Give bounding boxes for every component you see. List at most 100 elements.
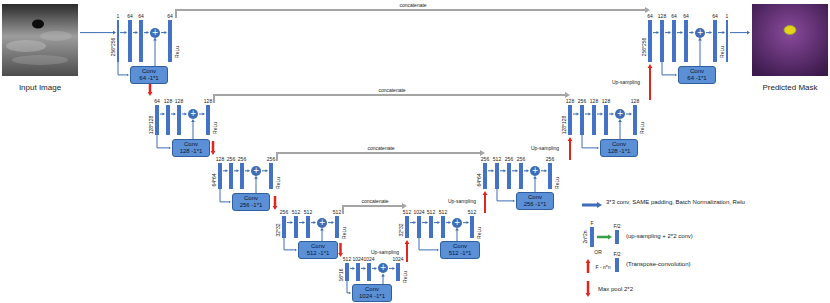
shortcut-arrow bbox=[157, 135, 170, 148]
channel-count: 64 bbox=[167, 14, 173, 19]
feature-map-bar bbox=[177, 105, 181, 135]
output-arrow bbox=[730, 32, 748, 33]
residual-arrow bbox=[193, 121, 194, 139]
channel-count: 128 bbox=[164, 99, 172, 104]
input-arrow bbox=[80, 32, 114, 33]
shortcut-arrow-head bbox=[127, 74, 129, 76]
up-sampling-label: Up-sampling bbox=[612, 80, 640, 85]
conv-arrow-head bbox=[601, 113, 604, 116]
legend-symbol-label: OR bbox=[594, 250, 602, 255]
residual-arrow-head bbox=[191, 119, 195, 122]
mask-image bbox=[752, 4, 828, 76]
residual-arrow bbox=[155, 40, 156, 66]
channel-count: 256 bbox=[280, 210, 288, 215]
legend-maxpool-sample-head bbox=[586, 293, 591, 297]
up-sampling-arrow-head bbox=[405, 240, 410, 244]
relu-label: ReLu bbox=[342, 227, 347, 239]
conv-label: Conv bbox=[518, 194, 552, 201]
conv-box: Conv64 -1*1 bbox=[130, 66, 168, 84]
legend-bar bbox=[590, 227, 594, 247]
feature-map-bar bbox=[396, 263, 400, 281]
shortcut-arrow-head bbox=[349, 292, 351, 294]
feature-map-bar bbox=[367, 263, 371, 281]
conv-arrow-head bbox=[414, 221, 417, 224]
size-label: 64*64 bbox=[477, 173, 482, 186]
relu-label: ReLu bbox=[640, 122, 645, 134]
shortcut-arrow bbox=[419, 238, 438, 250]
sum-node: + bbox=[378, 263, 388, 273]
up-sampling-arrow bbox=[406, 243, 408, 262]
residual-arrow-head bbox=[618, 119, 622, 122]
conv-arrow-head bbox=[492, 169, 495, 172]
channel-count: 128 bbox=[590, 99, 598, 104]
max-pool-arrow bbox=[212, 141, 215, 152]
up-sampling-label: Up-sampling bbox=[371, 250, 399, 255]
concatenate-label: concatenate bbox=[367, 146, 394, 151]
concatenate-arrow bbox=[214, 95, 567, 103]
sum-sign: + bbox=[530, 166, 540, 176]
legend-symbol-label: F/2 bbox=[613, 224, 620, 229]
channel-count: 512 bbox=[292, 210, 300, 215]
conv-arrow-head bbox=[248, 169, 251, 172]
conv-arrow-head bbox=[136, 31, 139, 34]
feature-map-bar bbox=[168, 20, 172, 62]
conv-arrow-head bbox=[174, 113, 177, 116]
channel-count: 1 bbox=[726, 14, 729, 19]
residual-arrow-head bbox=[381, 273, 385, 276]
relu-label: ReLu bbox=[720, 46, 725, 58]
size-label: 256*256 bbox=[111, 38, 116, 57]
conv-arrow-head bbox=[163, 113, 166, 116]
channel-count: 128 bbox=[566, 99, 574, 104]
legend-text: 3*3 conv, SAME padding, Batch Normalizat… bbox=[606, 199, 781, 206]
up-sampling-arrow-head bbox=[568, 137, 573, 141]
concatenate-label: concatenate bbox=[399, 3, 426, 8]
up-sampling-arrow bbox=[484, 194, 486, 213]
feature-map-bar bbox=[548, 163, 552, 189]
size-label: 256*256 bbox=[642, 38, 647, 57]
size-label: 32*32 bbox=[276, 224, 281, 237]
feature-map-bar bbox=[356, 263, 360, 281]
residual-connector bbox=[533, 176, 537, 192]
channel-count: 256 bbox=[505, 157, 513, 162]
shortcut-arrow-head bbox=[437, 249, 439, 251]
concatenate-arrow-head bbox=[402, 203, 407, 209]
max-pool-arrow bbox=[149, 84, 152, 93]
conv-arrow-head bbox=[723, 31, 726, 34]
legend-maxpool-sample bbox=[587, 281, 590, 294]
conv-arrow-head bbox=[630, 113, 633, 116]
channel-count: 128 bbox=[216, 157, 224, 162]
predicted-lesion bbox=[784, 26, 796, 35]
image-caption: Predicted Mask bbox=[762, 84, 817, 92]
up-sampling-arrow-head bbox=[648, 64, 653, 68]
feature-map-bar bbox=[218, 163, 222, 189]
lesion bbox=[32, 20, 44, 29]
sum-node: + bbox=[317, 218, 327, 228]
conv-arrow-head bbox=[516, 169, 519, 172]
sum-sign: + bbox=[695, 28, 705, 38]
channel-count: 512 bbox=[343, 257, 351, 262]
ultrasound-image bbox=[2, 4, 78, 76]
legend-text: Max pool 2*2 bbox=[598, 286, 633, 293]
sum-node: + bbox=[150, 28, 160, 38]
conv-size: 64 -1*1 bbox=[680, 75, 714, 82]
feature-map-bar bbox=[684, 20, 688, 62]
conv-arrow-head bbox=[438, 221, 441, 224]
max-pool-arrow-head bbox=[338, 253, 343, 257]
feature-map-bar bbox=[166, 105, 170, 135]
sum-sign: + bbox=[452, 218, 462, 228]
up-sampling-arrow-head bbox=[483, 191, 488, 195]
conv-label: Conv bbox=[300, 243, 336, 250]
feature-map-bar bbox=[519, 163, 523, 189]
max-pool-arrow-head bbox=[273, 206, 278, 210]
channel-count: 64 bbox=[154, 99, 160, 104]
sum-node: + bbox=[452, 218, 462, 228]
conv-label: Conv bbox=[442, 243, 478, 250]
shortcut-arrow bbox=[347, 281, 350, 293]
channel-count: 64 bbox=[671, 14, 677, 19]
conv-box: Conv256 -1*1 bbox=[232, 193, 270, 211]
conv-arrow bbox=[120, 32, 125, 33]
legend-upconv-sample-head bbox=[608, 235, 612, 240]
sum-sign: + bbox=[317, 218, 327, 228]
feature-map-bar bbox=[495, 163, 499, 189]
conv-arrow-head bbox=[303, 221, 306, 224]
